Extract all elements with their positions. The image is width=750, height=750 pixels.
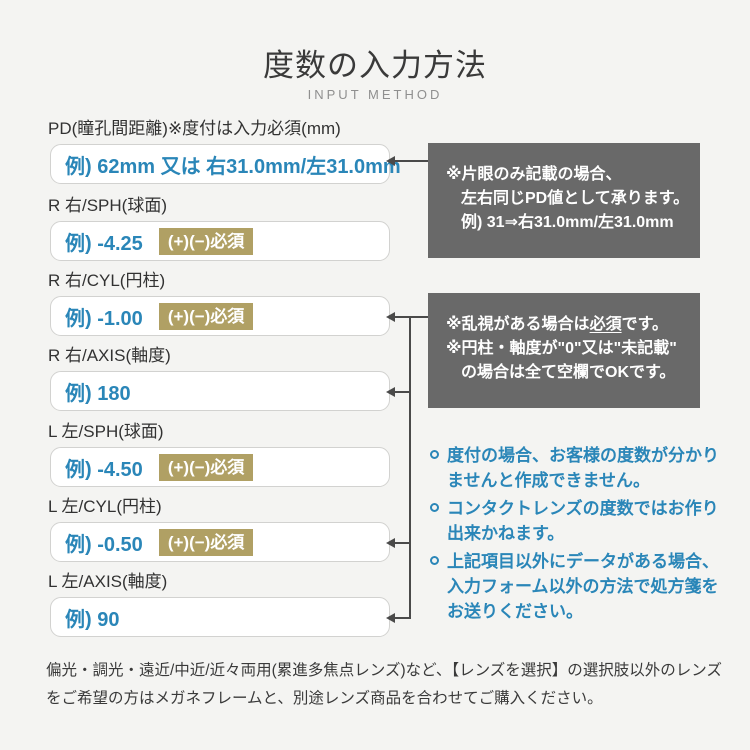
field-label-l-axis: L 左/AXIS(軸度)	[48, 572, 168, 591]
l-cyl-arrow-line	[394, 542, 411, 544]
field-row-l-axis: L 左/AXIS(軸度) 例) 90	[48, 569, 390, 637]
field-row-l-cyl: L 左/CYL(円柱) 例) -0.50 (+)(−)必須	[48, 494, 390, 562]
circle-bullet-icon	[430, 503, 439, 512]
r-sph-example-value: 例) -4.25	[65, 232, 143, 255]
plus-minus-required-badge: (+)(−)必須	[158, 453, 254, 481]
l-axis-arrowhead-icon	[386, 613, 395, 623]
cyl-axis-note-line-2: ※円柱・軸度が"0"又は"未記載"	[446, 340, 677, 357]
pd-arrow-line	[394, 160, 428, 162]
r-sph-input-example: 例) -4.25 (+)(−)必須	[50, 221, 390, 261]
field-label-l-cyl: L 左/CYL(円柱)	[48, 497, 162, 516]
connector-vertical-line	[409, 316, 411, 619]
field-label-pd: PD(瞳孔間距離)※度付は入力必須(mm)	[48, 119, 341, 138]
footer-note: 偏光・調光・遠近/中近/近々両用(累進多焦点レンズ)など、【レンズを選択】の選択…	[46, 662, 722, 707]
plus-minus-required-badge: (+)(−)必須	[158, 528, 254, 556]
plus-minus-required-badge: (+)(−)必須	[158, 302, 254, 330]
r-axis-example-value: 例) 180	[65, 382, 131, 405]
list-item: 度付の場合、お客様の度数が分かりませんと作成できません。	[430, 443, 732, 493]
pd-example-value: 例) 62mm 又は 右31.0mm/左31.0mm	[65, 155, 401, 178]
list-item: コンタクトレンズの度数ではお作り出来かねます。	[430, 496, 732, 546]
caution-bullet-list: 度付の場合、お客様の度数が分かりませんと作成できません。 コンタクトレンズの度数…	[430, 443, 732, 627]
list-item: 上記項目以外にデータがある場合、入力フォーム以外の方法で処方箋をお送りください。	[430, 549, 732, 624]
r-axis-input-example: 例) 180	[50, 371, 390, 411]
circle-bullet-icon	[430, 556, 439, 565]
pd-input-example: 例) 62mm 又は 右31.0mm/左31.0mm	[50, 144, 401, 184]
l-axis-input-example: 例) 90	[50, 597, 390, 637]
l-sph-example-value: 例) -4.50	[65, 458, 143, 481]
cyl-axis-note-box: ※乱視がある場合は必須です。 ※円柱・軸度が"0"又は"未記載" の場合は全て空…	[428, 293, 700, 408]
plus-minus-required-badge: (+)(−)必須	[158, 227, 254, 255]
field-label-l-sph: L 左/SPH(球面)	[48, 422, 164, 441]
pd-note-line-1: ※片眼のみ記載の場合、	[446, 166, 622, 183]
l-axis-arrow-line	[394, 617, 411, 619]
r-cyl-arrowhead-icon	[386, 312, 395, 322]
r-cyl-example-value: 例) -1.00	[65, 307, 143, 330]
page-subtitle: INPUT METHOD	[307, 87, 443, 102]
field-row-pd: PD(瞳孔間距離)※度付は入力必須(mm) 例) 62mm 又は 右31.0mm…	[48, 116, 401, 184]
l-axis-example-value: 例) 90	[65, 608, 120, 631]
l-cyl-arrowhead-icon	[386, 538, 395, 548]
r-axis-arrowhead-icon	[386, 387, 395, 397]
field-row-l-sph: L 左/SPH(球面) 例) -4.50 (+)(−)必須	[48, 419, 390, 487]
pd-note-line-2: 左右同じPD値として承ります。	[461, 190, 690, 207]
bullet-text: 上記項目以外にデータがある場合、入力フォーム以外の方法で処方箋をお送りください。	[447, 552, 719, 621]
bullet-text: コンタクトレンズの度数ではお作り出来かねます。	[447, 499, 719, 543]
l-sph-input-example: 例) -4.50 (+)(−)必須	[50, 447, 390, 487]
l-cyl-example-value: 例) -0.50	[65, 533, 143, 556]
field-row-r-sph: R 右/SPH(球面) 例) -4.25 (+)(−)必須	[48, 193, 390, 261]
bullet-text: 度付の場合、お客様の度数が分かりませんと作成できません。	[447, 446, 719, 490]
pd-arrowhead-icon	[386, 156, 395, 166]
pd-note-line-3: 例) 31⇒右31.0mm/左31.0mm	[461, 214, 674, 231]
l-cyl-input-example: 例) -0.50 (+)(−)必須	[50, 522, 390, 562]
cyl-axis-note-line-1: ※乱視がある場合は必須です。	[446, 316, 668, 333]
r-cyl-arrow-line	[394, 316, 428, 318]
page-title: 度数の入力方法	[263, 48, 487, 83]
r-axis-arrow-line	[394, 391, 411, 393]
field-label-r-axis: R 右/AXIS(軸度)	[48, 346, 171, 365]
field-row-r-axis: R 右/AXIS(軸度) 例) 180	[48, 343, 390, 411]
r-cyl-input-example: 例) -1.00 (+)(−)必須	[50, 296, 390, 336]
field-row-r-cyl: R 右/CYL(円柱) 例) -1.00 (+)(−)必須	[48, 268, 390, 336]
field-label-r-cyl: R 右/CYL(円柱)	[48, 271, 166, 290]
cyl-axis-note-line-3: の場合は全て空欄でOKです。	[461, 364, 676, 381]
circle-bullet-icon	[430, 450, 439, 459]
pd-note-box: ※片眼のみ記載の場合、 左右同じPD値として承ります。 例) 31⇒右31.0m…	[428, 143, 700, 258]
field-label-r-sph: R 右/SPH(球面)	[48, 196, 167, 215]
